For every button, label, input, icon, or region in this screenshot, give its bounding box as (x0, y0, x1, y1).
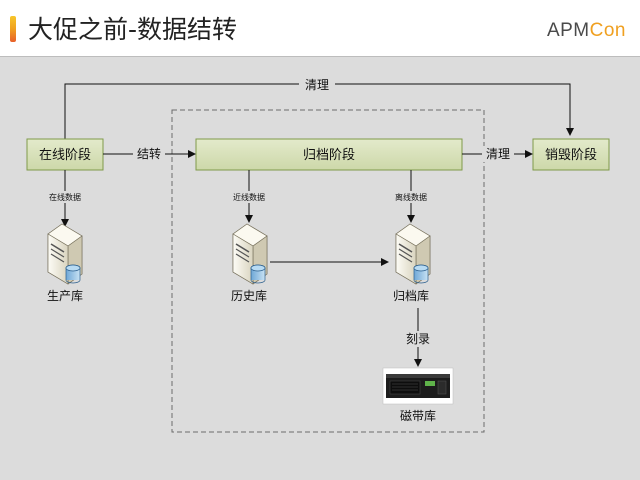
edge-label-bg (482, 146, 514, 162)
edge-label-bg (402, 331, 434, 347)
node-destroy-stage-label: 销毁阶段 (545, 148, 597, 163)
logo-main-text: APM (546, 20, 590, 41)
edge-label-bg (133, 146, 165, 162)
edge-label-online-data: 在线数据 (49, 192, 81, 202)
node-online-stage-label: 在线阶段 (39, 148, 91, 163)
edge-label-bg (228, 191, 270, 203)
edge-label-offline-data: 离线数据 (395, 192, 427, 202)
logo-accent-text: Con (589, 20, 626, 41)
slide-title: 大促之前-数据结转 (28, 15, 238, 44)
title-accent-bar (10, 16, 16, 42)
edge-label-top-cleanup: 清理 (305, 78, 329, 92)
edge-label-bg (299, 76, 335, 93)
server-database-icon (395, 223, 431, 285)
apmcon-logo: APMCon (547, 20, 626, 42)
diagram-canvas (0, 57, 640, 480)
tape-library-icon (382, 367, 454, 405)
node-archive-db-label: 归档库 (393, 288, 429, 303)
node-tape-library-label: 磁带库 (400, 408, 436, 423)
edge-label-transfer: 结转 (137, 146, 161, 161)
edge-label-right-cleanup: 清理 (486, 147, 510, 161)
node-archive-stage-label: 归档阶段 (303, 148, 355, 163)
header-divider (0, 56, 640, 57)
server-database-icon (232, 223, 268, 285)
node-history-db-label: 历史库 (231, 288, 267, 303)
edge-label-burn: 刻录 (406, 332, 430, 346)
edge-label-bg (44, 191, 86, 203)
edge-label-nearline-data: 近线数据 (233, 192, 265, 202)
slide-header: 大促之前-数据结转 APMCon (0, 0, 640, 56)
node-production-db-label: 生产库 (47, 288, 83, 303)
server-database-icon (47, 223, 83, 285)
edge-label-bg (390, 191, 432, 203)
node-destroy-stage (532, 138, 610, 171)
archive-zone-boundary (171, 109, 485, 433)
